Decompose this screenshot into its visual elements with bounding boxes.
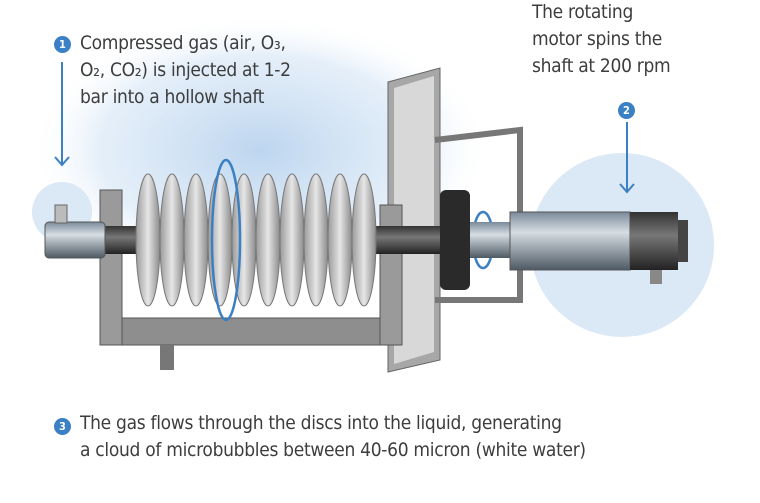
arrow-2: [619, 122, 635, 194]
callout-3-text: The gas flows through the discs into the…: [80, 412, 586, 461]
callout-1-badge: 1: [54, 36, 71, 53]
arrow-1: [54, 62, 70, 167]
callout-1-text: Compressed gas (air, O₃, O₂, CO₂) is inj…: [80, 32, 291, 108]
gas-inlet: [44, 221, 106, 259]
motor: [509, 211, 631, 271]
coupling: [440, 190, 470, 290]
callout-2-badge: 2: [618, 102, 635, 119]
rotation-arrow-discs: [210, 158, 242, 322]
callout-2-text: The rotating motor spins the shaft at 20…: [532, 1, 671, 77]
callout-3-badge: 3: [54, 418, 71, 435]
base-frame: [99, 317, 396, 346]
